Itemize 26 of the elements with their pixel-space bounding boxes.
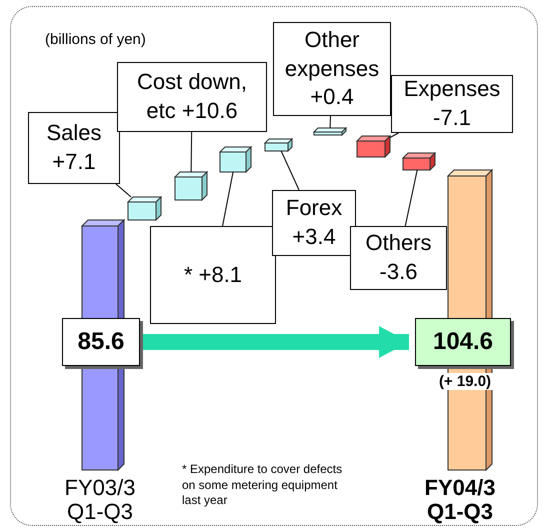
callout-label: Others -3.6 — [350, 226, 447, 290]
period-label: FY03/3 Q1-Q3 — [64, 476, 136, 524]
small-box — [313, 127, 347, 136]
period-label: FY04/3 Q1-Q3 — [424, 476, 496, 524]
callout-label: Sales +7.1 — [28, 112, 120, 184]
value-label: 104.6 — [415, 318, 511, 366]
leader-line — [330, 116, 331, 128]
callout-label: Other expenses +0.4 — [273, 22, 391, 116]
callout-label: Forex +3.4 — [272, 190, 356, 256]
unit-label: (billions of yen) — [45, 30, 147, 50]
arrow — [143, 326, 409, 358]
small-box — [264, 138, 293, 152]
small-box — [356, 135, 391, 158]
callout-label: Cost down, etc +10.6 — [117, 62, 267, 132]
leader-line — [222, 172, 234, 226]
callout-label: Expenses -7.1 — [391, 75, 513, 133]
leader-line — [390, 132, 399, 138]
small-box — [219, 146, 252, 173]
small-box — [127, 196, 162, 221]
footnote: * Expenditure to cover defects on some metering equipment last year — [182, 462, 344, 509]
callout-label: * +8.1 — [150, 226, 276, 324]
value-label: 85.6 — [62, 318, 140, 366]
leader-line — [115, 184, 132, 198]
small-box — [174, 171, 208, 201]
small-box — [402, 152, 436, 171]
leader-line — [190, 132, 192, 172]
